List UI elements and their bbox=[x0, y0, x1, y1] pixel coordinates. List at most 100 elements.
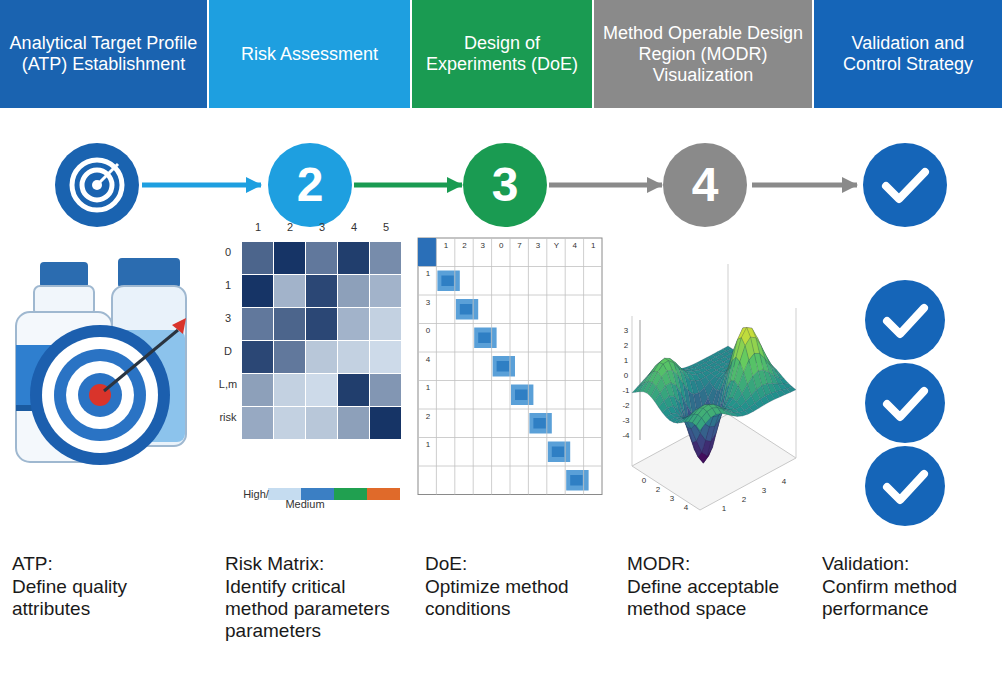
axis-label: Y bbox=[536, 241, 576, 250]
flow-arrow bbox=[354, 183, 462, 188]
heat-cell bbox=[242, 308, 273, 340]
doe-cell bbox=[552, 447, 564, 458]
grid-line bbox=[583, 238, 584, 495]
grid-line bbox=[473, 238, 474, 495]
axis-label: D bbox=[208, 345, 248, 357]
doe-cell bbox=[460, 304, 472, 315]
flow-arrow bbox=[752, 183, 857, 188]
step-number: 3 bbox=[492, 160, 519, 210]
axis-label: 2 bbox=[606, 341, 646, 350]
doe-cell bbox=[437, 271, 459, 292]
heat-cell bbox=[370, 407, 401, 439]
heat-cell bbox=[306, 341, 337, 373]
axis-label: 1 bbox=[408, 440, 448, 449]
axis-label: 0 bbox=[408, 326, 448, 335]
axis-label: 1 bbox=[408, 383, 448, 392]
heat-cell bbox=[338, 275, 369, 307]
heat-cell bbox=[370, 374, 401, 406]
axis-label: 3 bbox=[744, 486, 784, 495]
doe-cell bbox=[456, 299, 478, 320]
doe-cell bbox=[511, 385, 533, 406]
heat-cell bbox=[370, 341, 401, 373]
axis-label: 1 bbox=[573, 241, 613, 250]
heat-cell bbox=[242, 242, 273, 274]
caption-text: Risk Matrix: bbox=[225, 553, 410, 575]
caption-text: Validation: bbox=[822, 553, 997, 575]
axis-label: -3 bbox=[606, 416, 646, 425]
axis-label: 1 bbox=[238, 221, 278, 233]
doe-frame bbox=[418, 238, 602, 495]
doe-cell bbox=[548, 442, 570, 463]
flow-arrow bbox=[549, 183, 662, 188]
doe-cell bbox=[478, 333, 490, 344]
axis-label: L,m bbox=[208, 378, 248, 390]
header-text: Analytical Target Profile (ATP) Establis… bbox=[8, 33, 199, 75]
doe-cell bbox=[566, 470, 588, 491]
axis-label: -2 bbox=[606, 401, 646, 410]
header-text: Validation and Control Strategy bbox=[822, 33, 994, 75]
axis-label: 2 bbox=[270, 221, 310, 233]
grid-line bbox=[436, 238, 437, 495]
doe-cell bbox=[515, 390, 527, 401]
axis-label: 2 bbox=[408, 412, 448, 421]
check-circles bbox=[863, 143, 947, 526]
axis-label: 1 bbox=[208, 279, 248, 291]
heat-cell bbox=[338, 407, 369, 439]
axis-label: 2 bbox=[638, 485, 678, 494]
heat-cell bbox=[242, 407, 273, 439]
grid-line bbox=[418, 380, 602, 381]
axis-label: 4 bbox=[334, 221, 374, 233]
axis-label: risk bbox=[208, 411, 248, 423]
doe-cell bbox=[474, 328, 496, 349]
heat-cell bbox=[242, 374, 273, 406]
heat-cell bbox=[242, 275, 273, 307]
doe-cell bbox=[418, 238, 436, 267]
plot-axis bbox=[640, 320, 641, 440]
heat-cell bbox=[338, 374, 369, 406]
heat-cell bbox=[274, 374, 305, 406]
header-text: Method Operable Design Region (MODR) Vis… bbox=[602, 23, 804, 86]
plot-axis bbox=[632, 316, 633, 466]
step-number: 2 bbox=[297, 160, 324, 210]
heat-cell bbox=[370, 242, 401, 274]
axis-label: 4 bbox=[666, 503, 706, 512]
stage-header: Risk Assessment bbox=[209, 0, 410, 108]
axis-label: 2 bbox=[444, 241, 484, 250]
caption-text: Optimize method conditions bbox=[425, 576, 605, 620]
heat-cell bbox=[274, 407, 305, 439]
heat-cell bbox=[370, 308, 401, 340]
axis-label: 1 bbox=[426, 241, 466, 250]
grid-line bbox=[418, 466, 602, 467]
grid-line bbox=[454, 238, 455, 495]
axis-label: 3 bbox=[606, 326, 646, 335]
heat-cell bbox=[306, 242, 337, 274]
grid-line bbox=[546, 238, 547, 495]
grid-line bbox=[418, 295, 602, 296]
caption-text: Define acceptable method space bbox=[627, 576, 807, 620]
stage-header: Design of Experiments (DoE) bbox=[412, 0, 592, 108]
risk-heatmap bbox=[242, 242, 401, 439]
grid-line bbox=[418, 409, 602, 410]
grid-line bbox=[510, 238, 511, 495]
step-circle: 4 bbox=[663, 143, 747, 227]
step-circle: 2 bbox=[268, 143, 352, 227]
caption-text: Confirm method performance bbox=[822, 576, 997, 620]
doe-cell bbox=[529, 413, 551, 434]
axis-label: 3 bbox=[302, 221, 342, 233]
axis-label: 2 bbox=[724, 495, 764, 504]
grid-line bbox=[491, 238, 492, 495]
caption-text: Identify critical method parameters para… bbox=[225, 576, 410, 642]
axis-label: -4 bbox=[606, 431, 646, 440]
modr-surface-plot bbox=[632, 264, 796, 510]
caption-text: MODR: bbox=[627, 553, 807, 575]
header-text: Risk Assessment bbox=[241, 44, 378, 65]
grid-line bbox=[418, 437, 602, 438]
stage-header: Method Operable Design Region (MODR) Vis… bbox=[594, 0, 812, 108]
heat-cell bbox=[306, 407, 337, 439]
doe-cell bbox=[533, 418, 545, 429]
bottles-target-illustration bbox=[16, 258, 186, 465]
axis-label: 0 bbox=[606, 371, 646, 380]
axis-label: High/ bbox=[236, 488, 276, 500]
header-text: Design of Experiments (DoE) bbox=[420, 33, 584, 75]
step-circle: 3 bbox=[463, 143, 547, 227]
